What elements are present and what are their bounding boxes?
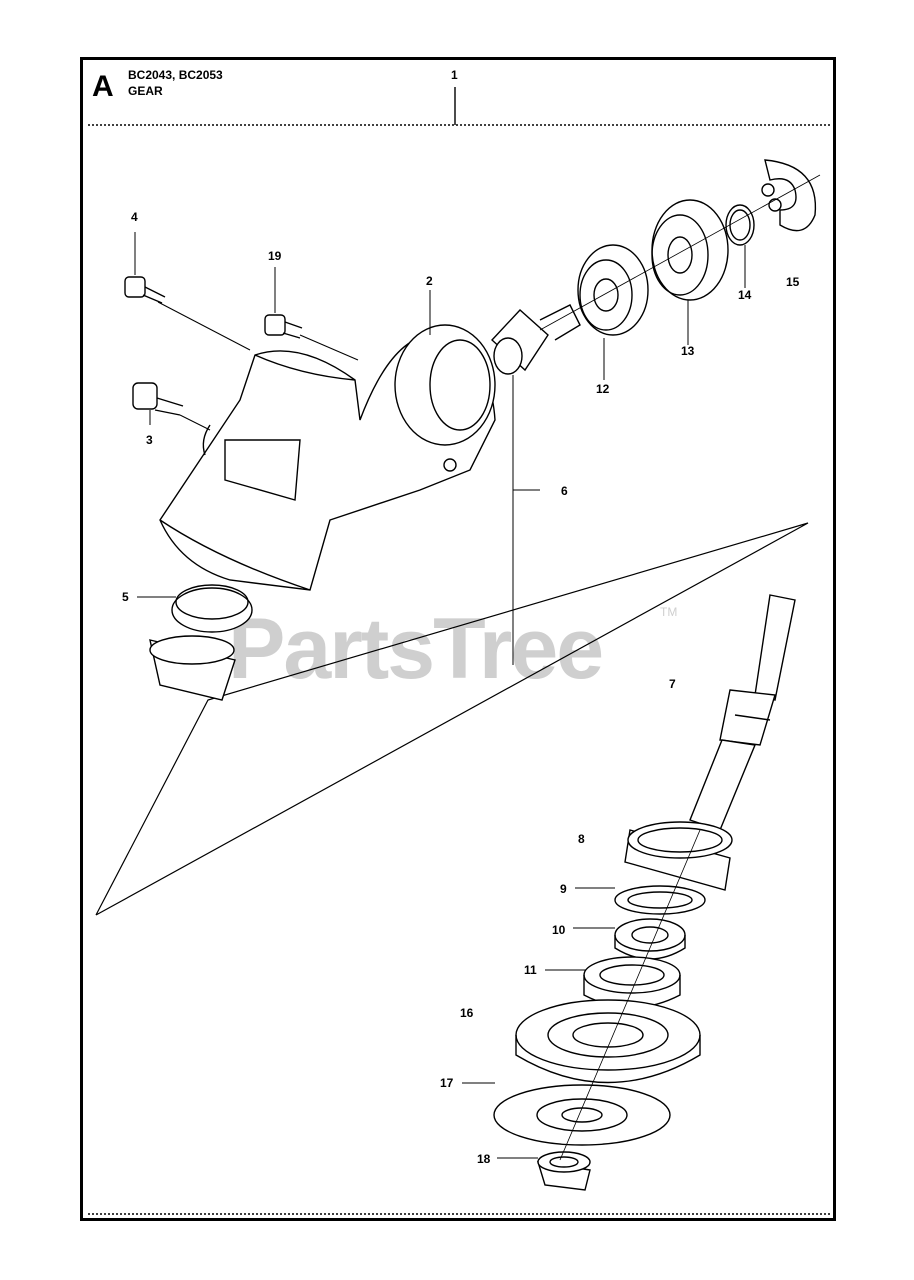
partstree-watermark: PartsTree bbox=[228, 601, 604, 697]
callout-16: 16 bbox=[460, 1006, 474, 1020]
callout-6: 6 bbox=[561, 484, 568, 498]
protective-disc-16 bbox=[515, 999, 701, 1084]
screw-4 bbox=[124, 276, 251, 351]
callout-7: 7 bbox=[669, 677, 676, 691]
bearing-13 bbox=[651, 199, 729, 301]
circlip-9 bbox=[614, 885, 706, 915]
nut-18 bbox=[537, 1151, 591, 1191]
diagram-frame bbox=[80, 57, 836, 1221]
section-letter: A bbox=[92, 70, 114, 103]
callout-1: 1 bbox=[451, 68, 458, 82]
callout-13: 13 bbox=[681, 344, 695, 358]
ring-11 bbox=[583, 956, 681, 1009]
callout-9: 9 bbox=[560, 882, 567, 896]
callout-10: 10 bbox=[552, 923, 566, 937]
callout-4: 4 bbox=[131, 210, 138, 224]
leader-lines bbox=[134, 232, 746, 1159]
output-shaft bbox=[689, 594, 796, 831]
callout-19: 19 bbox=[268, 249, 282, 263]
trademark-mark: TM bbox=[660, 605, 678, 619]
bevel-gear bbox=[149, 635, 236, 701]
gear-housing bbox=[159, 324, 496, 591]
spacer-10 bbox=[614, 918, 686, 960]
callout-15: 15 bbox=[786, 275, 800, 289]
callout-12: 12 bbox=[596, 382, 610, 396]
screw-3 bbox=[132, 382, 211, 431]
callout-17: 17 bbox=[440, 1076, 454, 1090]
callout-11: 11 bbox=[524, 963, 537, 977]
pinion-gear bbox=[491, 304, 581, 375]
callout-8: 8 bbox=[578, 832, 585, 846]
callout-5: 5 bbox=[122, 590, 129, 604]
support-plate-17 bbox=[493, 1084, 671, 1146]
shaft-axis-upper bbox=[539, 174, 821, 331]
callout-3: 3 bbox=[146, 433, 153, 447]
bearing-8 bbox=[624, 821, 733, 891]
model-numbers: BC2043, BC2053 bbox=[128, 68, 223, 82]
bearing-5 bbox=[171, 584, 253, 633]
circlip-15 bbox=[761, 159, 817, 232]
screw-19 bbox=[264, 314, 359, 361]
diagram-title: GEAR bbox=[128, 84, 163, 98]
callout-2: 2 bbox=[426, 274, 433, 288]
callout-18: 18 bbox=[477, 1152, 491, 1166]
assembly-guide-triangle bbox=[95, 522, 809, 916]
shaft-axis-lower bbox=[559, 829, 701, 1161]
callout-14: 14 bbox=[738, 288, 752, 302]
